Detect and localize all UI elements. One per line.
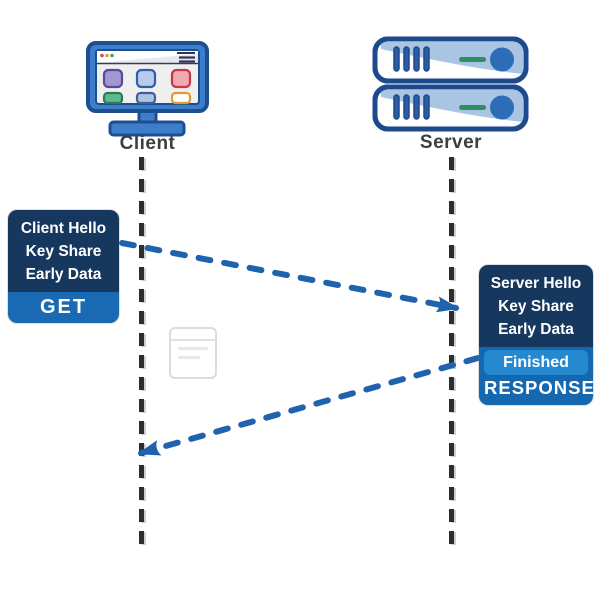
get-badge: GET	[8, 292, 119, 323]
early-data-line: Early Data	[498, 321, 574, 338]
app-tile-blue	[135, 68, 157, 89]
server-led-bar	[459, 57, 486, 62]
finished-badge: Finished	[484, 350, 588, 375]
server-slot	[423, 46, 430, 72]
menu-mark	[177, 52, 195, 54]
server-hello-box: Server Hello Key Share Early Data Finish…	[479, 265, 593, 405]
request-arrow	[119, 240, 460, 313]
window-dot-green-icon	[110, 53, 114, 58]
server-power-button	[490, 47, 514, 72]
mini-window-icon	[169, 327, 217, 379]
server-hello-line: Server Hello	[490, 275, 582, 292]
server-slot	[403, 46, 410, 72]
titlebar-swoosh	[97, 54, 198, 63]
server-slot	[423, 94, 430, 120]
early-data-line: Early Data	[25, 266, 102, 283]
server-slot	[413, 94, 420, 120]
monitor-stand-base	[108, 120, 186, 137]
mini-window-line	[178, 347, 208, 350]
server-led-bar	[459, 105, 486, 110]
server-slot	[413, 46, 420, 72]
key-share-line: Key Share	[498, 298, 574, 315]
app-tile-purple	[102, 68, 124, 89]
app-tile-yellow	[170, 91, 192, 105]
mini-window-line	[178, 356, 200, 359]
server-rack-icon	[372, 36, 529, 132]
server-slot	[403, 94, 410, 120]
app-tile-gray-blue	[135, 91, 157, 105]
app-tile-green	[102, 91, 124, 105]
window-dot-orange-icon	[105, 53, 109, 58]
server-slot	[393, 94, 400, 120]
server-badges-band: Finished RESPONSE	[479, 347, 593, 405]
client-hello-line: Client Hello	[20, 220, 107, 237]
window-dot-red-icon	[100, 53, 104, 58]
app-tile-red	[170, 68, 192, 89]
server-unit-bottom	[372, 84, 529, 132]
server-power-button	[490, 95, 514, 120]
response-badge: RESPONSE	[484, 377, 593, 398]
desktop-computer-icon	[86, 41, 209, 137]
client-hello-header: Client Hello Key Share Early Data	[8, 210, 119, 292]
client-hello-box: Client Hello Key Share Early Data GET	[8, 210, 119, 323]
server-slot	[393, 46, 400, 72]
server-hello-header: Server Hello Key Share Early Data	[479, 265, 593, 347]
key-share-line: Key Share	[25, 243, 102, 260]
server-label: Server	[419, 132, 483, 153]
server-lifeline	[449, 157, 454, 550]
client-label: Client	[119, 133, 176, 154]
server-unit-top	[372, 36, 529, 84]
client-lifeline	[139, 157, 144, 550]
mini-window-titlebar	[171, 329, 215, 341]
